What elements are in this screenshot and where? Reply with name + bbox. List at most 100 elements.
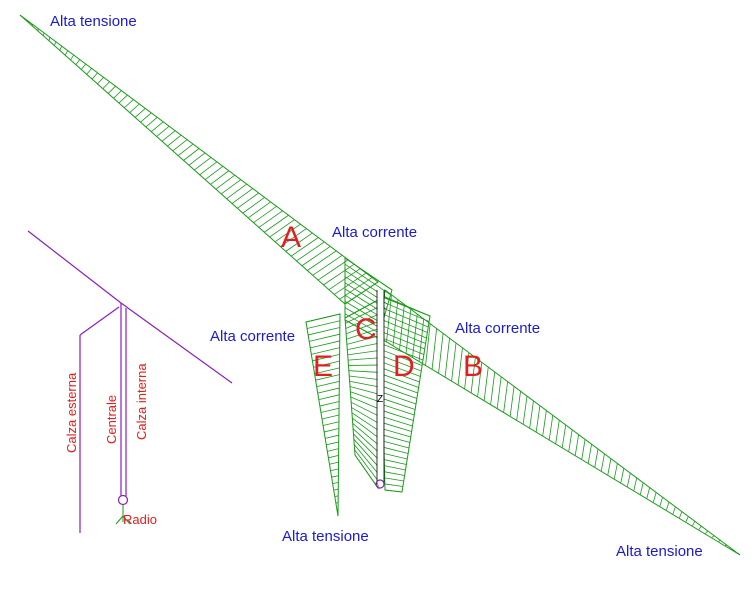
region-d-hatch-line <box>383 362 421 377</box>
region-d-left-hatch-line <box>349 375 379 380</box>
region-b-hatch-line <box>672 506 676 515</box>
region-b-hatch-line <box>568 429 573 452</box>
region-b-hatch-line <box>438 333 444 374</box>
region-a-hatch-line <box>258 210 283 228</box>
region-b-hatch-line <box>639 482 644 495</box>
region-b-hatch-line <box>646 487 651 499</box>
region-b-hatch-line <box>392 299 399 346</box>
region-d-left-hatch-line <box>349 386 379 395</box>
region-b-hatch-line <box>698 525 702 530</box>
region-b-hatch-line <box>659 497 663 507</box>
region-a-hatch-line <box>199 161 218 176</box>
region-d-hatch-line <box>383 319 427 339</box>
calza-esterna-label: Calza esterna <box>64 372 79 453</box>
region-d-left-hatch-line <box>350 391 379 402</box>
region-d-left-hatch-line <box>353 444 379 474</box>
region-b-hatch-line <box>705 530 709 534</box>
region-a-hatch-line <box>194 157 212 171</box>
region-b-hatch-line <box>477 362 483 397</box>
region-b-hatch-line <box>685 516 689 522</box>
region-a-hatch-line <box>53 41 57 46</box>
feed-point-icon <box>375 479 385 489</box>
region-d-hatch-line <box>384 404 415 416</box>
region-b-hatch-line <box>431 328 438 370</box>
region-e-hatch-line <box>319 401 340 407</box>
region-b-hatch-line <box>451 342 457 382</box>
region-a-hatch-line <box>242 197 265 214</box>
region-b-hatch-line <box>405 309 412 354</box>
region-b-hatch-line <box>679 511 683 518</box>
region-a-hatch-line <box>328 268 361 290</box>
region-d-left-hatch-line <box>346 321 379 335</box>
feed-gap <box>377 290 384 485</box>
region-d-left-hatch-line <box>351 407 379 424</box>
alta-tensione-bottom-right-label: Alta tensione <box>616 543 703 560</box>
region-d-hatch-line <box>383 350 423 366</box>
region-a-hatch-line <box>204 165 224 180</box>
region-a-hatch-line <box>107 85 116 94</box>
region-a-hatch-line <box>161 130 176 142</box>
centrale-label: Centrale <box>104 395 119 444</box>
region-b-hatch-line <box>399 304 405 350</box>
region-d-left-hatch-line <box>348 370 379 373</box>
region-a-hatch-line <box>274 223 301 243</box>
region-b-hatch-line <box>620 468 625 483</box>
region-b-outline <box>379 289 741 556</box>
region-e-outline <box>305 313 341 517</box>
right-dipole-arm <box>120 302 233 384</box>
region-a-hatch-line <box>156 125 170 137</box>
region-b-hatch-line <box>633 477 638 491</box>
alta-corrente-right-label: Alta corrente <box>455 320 540 337</box>
region-a-hatch-line <box>188 152 206 166</box>
region-e-hatch-line <box>312 354 340 362</box>
region-a-hatch-line <box>97 77 104 85</box>
section-c-label: C <box>355 313 377 346</box>
region-d-left-hatch-line <box>346 335 379 345</box>
section-b-label: B <box>463 350 483 383</box>
region-b-hatch-line <box>483 367 489 401</box>
region-b-hatch-line <box>425 323 431 366</box>
alta-tensione-top-label: Alta tensione <box>50 13 137 30</box>
region-d-hatch-line <box>384 471 405 476</box>
region-b-hatch-line <box>652 492 657 503</box>
region-e-hatch-line <box>324 428 339 433</box>
region-e-hatch-line <box>327 448 339 452</box>
region-d-left-hatch-line <box>352 423 379 445</box>
calza-interna-label: Calza interna <box>134 363 149 440</box>
region-c-hatch-line <box>344 263 391 296</box>
region-a-hatch-line <box>172 139 188 152</box>
region-d-left-hatch-line <box>346 328 379 340</box>
region-d-hatch-line <box>384 422 412 432</box>
region-a-hatch-line <box>113 90 122 99</box>
region-a-hatch-line <box>118 94 128 104</box>
region-d-hatch-line <box>384 447 409 454</box>
region-d-hatch-line <box>383 386 418 399</box>
region-e-hatch-line <box>311 347 340 355</box>
region-b-hatch-line <box>594 448 599 468</box>
region-d-hatch-line <box>383 374 419 388</box>
region-a-hatch-line <box>317 259 349 281</box>
region-a-hatch-line <box>247 201 271 219</box>
region-e-hatch-line <box>325 434 339 439</box>
region-d-hatch-line <box>384 435 410 443</box>
region-e-hatch-line <box>333 488 339 491</box>
region-e-hatch-line <box>317 387 340 394</box>
region-e-hatch-line <box>322 421 340 426</box>
region-a-hatch-line <box>86 68 92 75</box>
outer-shield-top <box>79 306 120 336</box>
region-e-hatch-line <box>330 468 339 472</box>
region-d-hatch-line <box>384 416 413 427</box>
region-b-hatch-line <box>490 371 496 405</box>
region-b-hatch-line <box>516 391 521 421</box>
region-a-hatch-line <box>80 63 86 70</box>
region-a-hatch-line <box>59 45 63 51</box>
region-b-hatch-line <box>535 405 541 432</box>
region-b-hatch-line <box>522 395 528 425</box>
region-d-left-hatch-line <box>353 433 379 460</box>
region-b-hatch-line <box>600 453 605 471</box>
region-a-hatch-line <box>183 148 200 161</box>
region-a-hatch-line <box>301 246 331 267</box>
region-d-left-hatch-line <box>347 342 379 351</box>
section-e-label: E <box>313 350 333 383</box>
